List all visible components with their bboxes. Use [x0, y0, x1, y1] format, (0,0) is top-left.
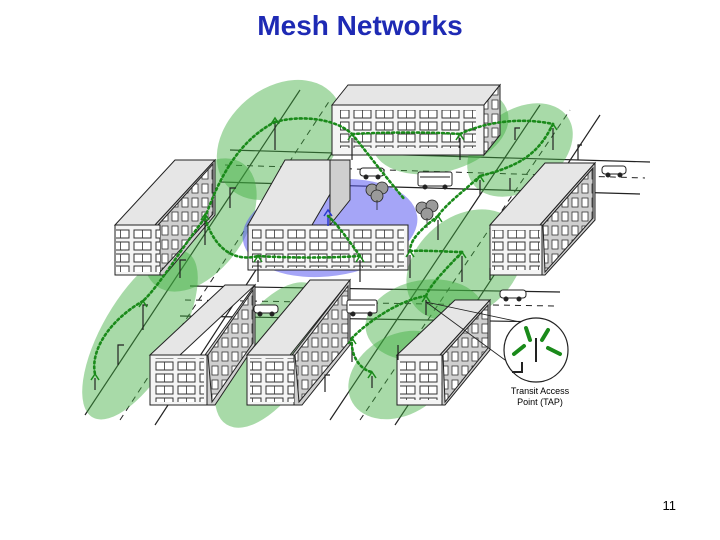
car-icon	[499, 289, 527, 302]
car-icon	[253, 304, 279, 317]
building	[113, 158, 217, 276]
trees	[365, 181, 439, 228]
vehicles	[253, 165, 627, 317]
street-poles	[94, 121, 582, 392]
buildings	[113, 83, 597, 406]
bus-icon	[417, 171, 453, 190]
mesh-links	[92, 117, 555, 376]
building	[330, 83, 502, 157]
car-icon	[359, 167, 385, 180]
page-number: 11	[662, 498, 677, 513]
tap-label-line2: Point (TAP)	[517, 397, 563, 407]
tap-label-line1: Transit Access	[510, 386, 570, 396]
tap-callout	[425, 301, 569, 383]
building	[395, 298, 492, 406]
building	[148, 283, 257, 406]
tree-icon	[415, 199, 439, 228]
car-icon	[601, 165, 627, 178]
bus-icon	[346, 299, 378, 317]
tree-icon	[365, 181, 389, 210]
building	[245, 278, 352, 406]
tap-label: Transit Access Point (TAP)	[490, 386, 590, 408]
building	[488, 161, 597, 276]
building	[247, 159, 409, 271]
slide-title: Mesh Networks	[257, 10, 463, 41]
